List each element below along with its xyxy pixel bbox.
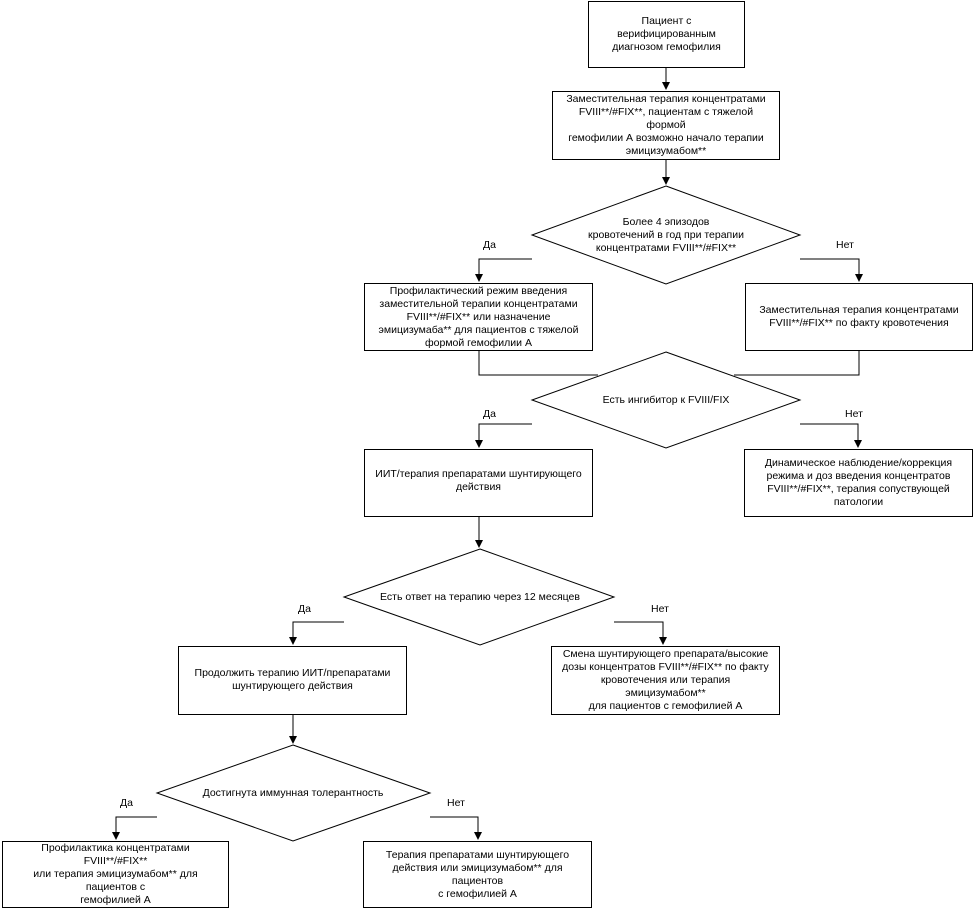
node-on-demand: Заместительная терапия концентратами FVI… <box>745 283 973 351</box>
label-bleeds-yes: Да <box>483 239 496 251</box>
arrow-prophylaxis-inhibitor <box>478 351 598 376</box>
node-observation: Динамическое наблюдение/коррекция режима… <box>744 449 973 517</box>
node-prophylaxis-final: Профилактика концентратами FVIII**/#FIX*… <box>2 841 229 908</box>
arrow-tolerance-no <box>430 816 482 840</box>
node-prophylaxis: Профилактический режим введения заместит… <box>364 283 593 351</box>
decision-bleeds: Более 4 эпизодов кровотечений в год при … <box>588 215 744 254</box>
decision-tolerance-shape <box>155 744 432 842</box>
decision-bleeds-shape <box>530 185 802 285</box>
decision-tolerance: Достигнута иммунная толерантность <box>202 786 384 799</box>
label-inhibitor-yes: Да <box>483 408 496 420</box>
label-response-yes: Да <box>298 603 311 615</box>
arrow-response-no <box>614 621 667 645</box>
node-iit: ИИТ/терапия препаратами шунтирующего дей… <box>364 449 593 517</box>
node-bypass-final: Терапия препаратами шунтирующего действи… <box>363 841 592 908</box>
label-tolerance-yes: Да <box>120 797 133 809</box>
arrow-bleeds-no <box>800 258 863 282</box>
arrow-ondemand-inhibitor <box>734 351 860 376</box>
arrow-tolerance-yes <box>112 816 157 840</box>
node-therapy: Заместительная терапия концентратами FVI… <box>552 91 780 160</box>
decision-inhibitor: Есть ингибитор к FVIII/FIX <box>602 393 730 406</box>
node-continue-iit: Продолжить терапию ИИТ/препаратами шунти… <box>178 646 407 715</box>
label-tolerance-no: Нет <box>447 797 465 809</box>
arrow-inhibitor-no <box>800 423 862 448</box>
decision-response-shape <box>342 548 616 646</box>
arrow-inhibitor-yes <box>475 423 532 448</box>
label-response-no: Нет <box>651 603 669 615</box>
node-start: Пациент с верифицированным диагнозом гем… <box>588 1 745 68</box>
label-inhibitor-no: Нет <box>845 408 863 420</box>
decision-response: Есть ответ на терапию через 12 месяцев <box>380 590 580 603</box>
node-switch: Смена шунтирующего препарата/высокие доз… <box>551 646 780 715</box>
arrow-bleeds-yes <box>475 258 532 282</box>
arrow-response-yes <box>289 621 344 645</box>
decision-inhibitor-shape <box>530 351 802 449</box>
label-bleeds-no: Нет <box>836 239 854 251</box>
